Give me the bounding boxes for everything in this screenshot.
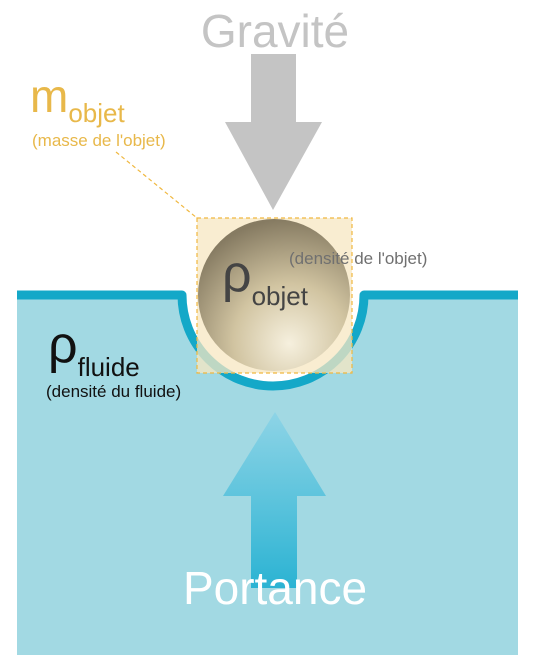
fluid-density-description: (densité du fluide) xyxy=(46,382,181,401)
mass-leader-line xyxy=(115,151,198,219)
object-mass-description: (masse de l'objet) xyxy=(32,131,166,150)
gravity-arrow xyxy=(225,54,322,210)
object-density-rho: ρ xyxy=(222,245,252,303)
object-density-symbol: ρobjet xyxy=(222,245,309,311)
object-mass-subscript: objet xyxy=(68,98,125,128)
buoyancy-arrow xyxy=(223,412,326,588)
fluid-density-subscript: fluide xyxy=(78,352,140,382)
object-sphere xyxy=(198,219,350,371)
object-mass-m: m xyxy=(30,70,68,122)
buoyancy-label: Portance xyxy=(183,562,367,614)
gravity-label: Gravité xyxy=(201,5,349,57)
fluid-density-rho: ρ xyxy=(48,316,78,374)
fluid-surface-line xyxy=(17,290,518,391)
object-density-subscript: objet xyxy=(252,281,309,311)
object-mass-symbol: mobjet xyxy=(30,70,125,128)
object-density-description: (densité de l'objet) xyxy=(289,249,427,268)
fluid-density-symbol: ρfluide xyxy=(48,316,140,382)
